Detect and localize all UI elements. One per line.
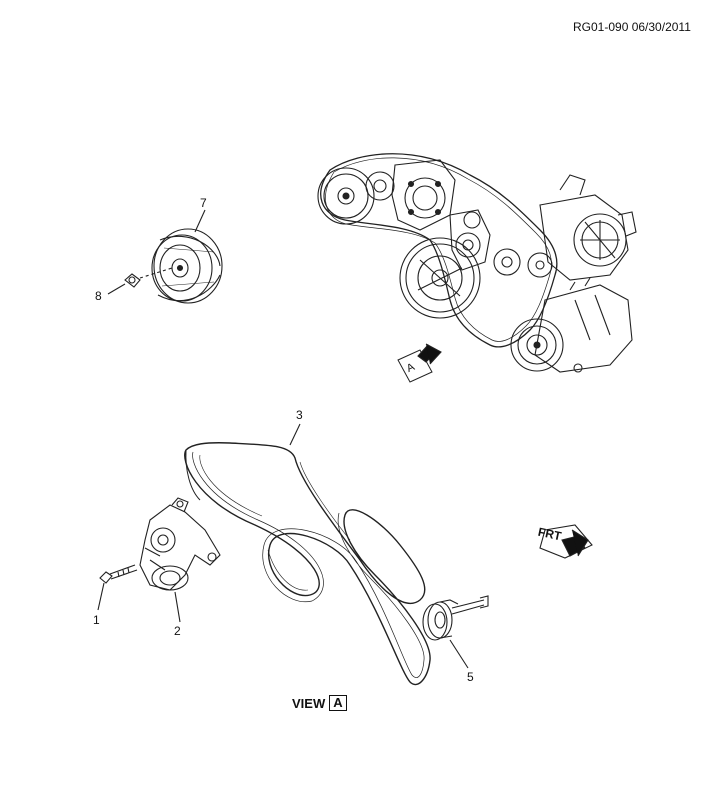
- callout-1: 1: [93, 613, 100, 627]
- view-label-prefix: VIEW: [292, 695, 326, 711]
- bolt-part-8: [107, 267, 173, 295]
- pulley-part-7: [151, 228, 223, 304]
- callout-8: 8: [95, 289, 102, 303]
- tensioner-part-2: [139, 497, 221, 591]
- view-label-letter: A: [329, 695, 347, 711]
- diagram-reference-code: RG01-090 06/30/2011: [573, 20, 691, 34]
- callout-7: 7: [200, 196, 207, 210]
- engine-assembly-illustration: [317, 153, 637, 373]
- callout-5: 5: [467, 670, 474, 684]
- idler-pulley-part-5: [422, 595, 489, 669]
- callout-3: 3: [296, 408, 303, 422]
- view-a-arrow-icon: [397, 343, 442, 383]
- view-a-label: VIEW A: [292, 695, 347, 711]
- serpentine-belt-part-3: [184, 442, 431, 686]
- bolt-part-1: [97, 564, 138, 611]
- front-arrow-icon: [539, 524, 593, 559]
- callout-2: 2: [174, 624, 181, 638]
